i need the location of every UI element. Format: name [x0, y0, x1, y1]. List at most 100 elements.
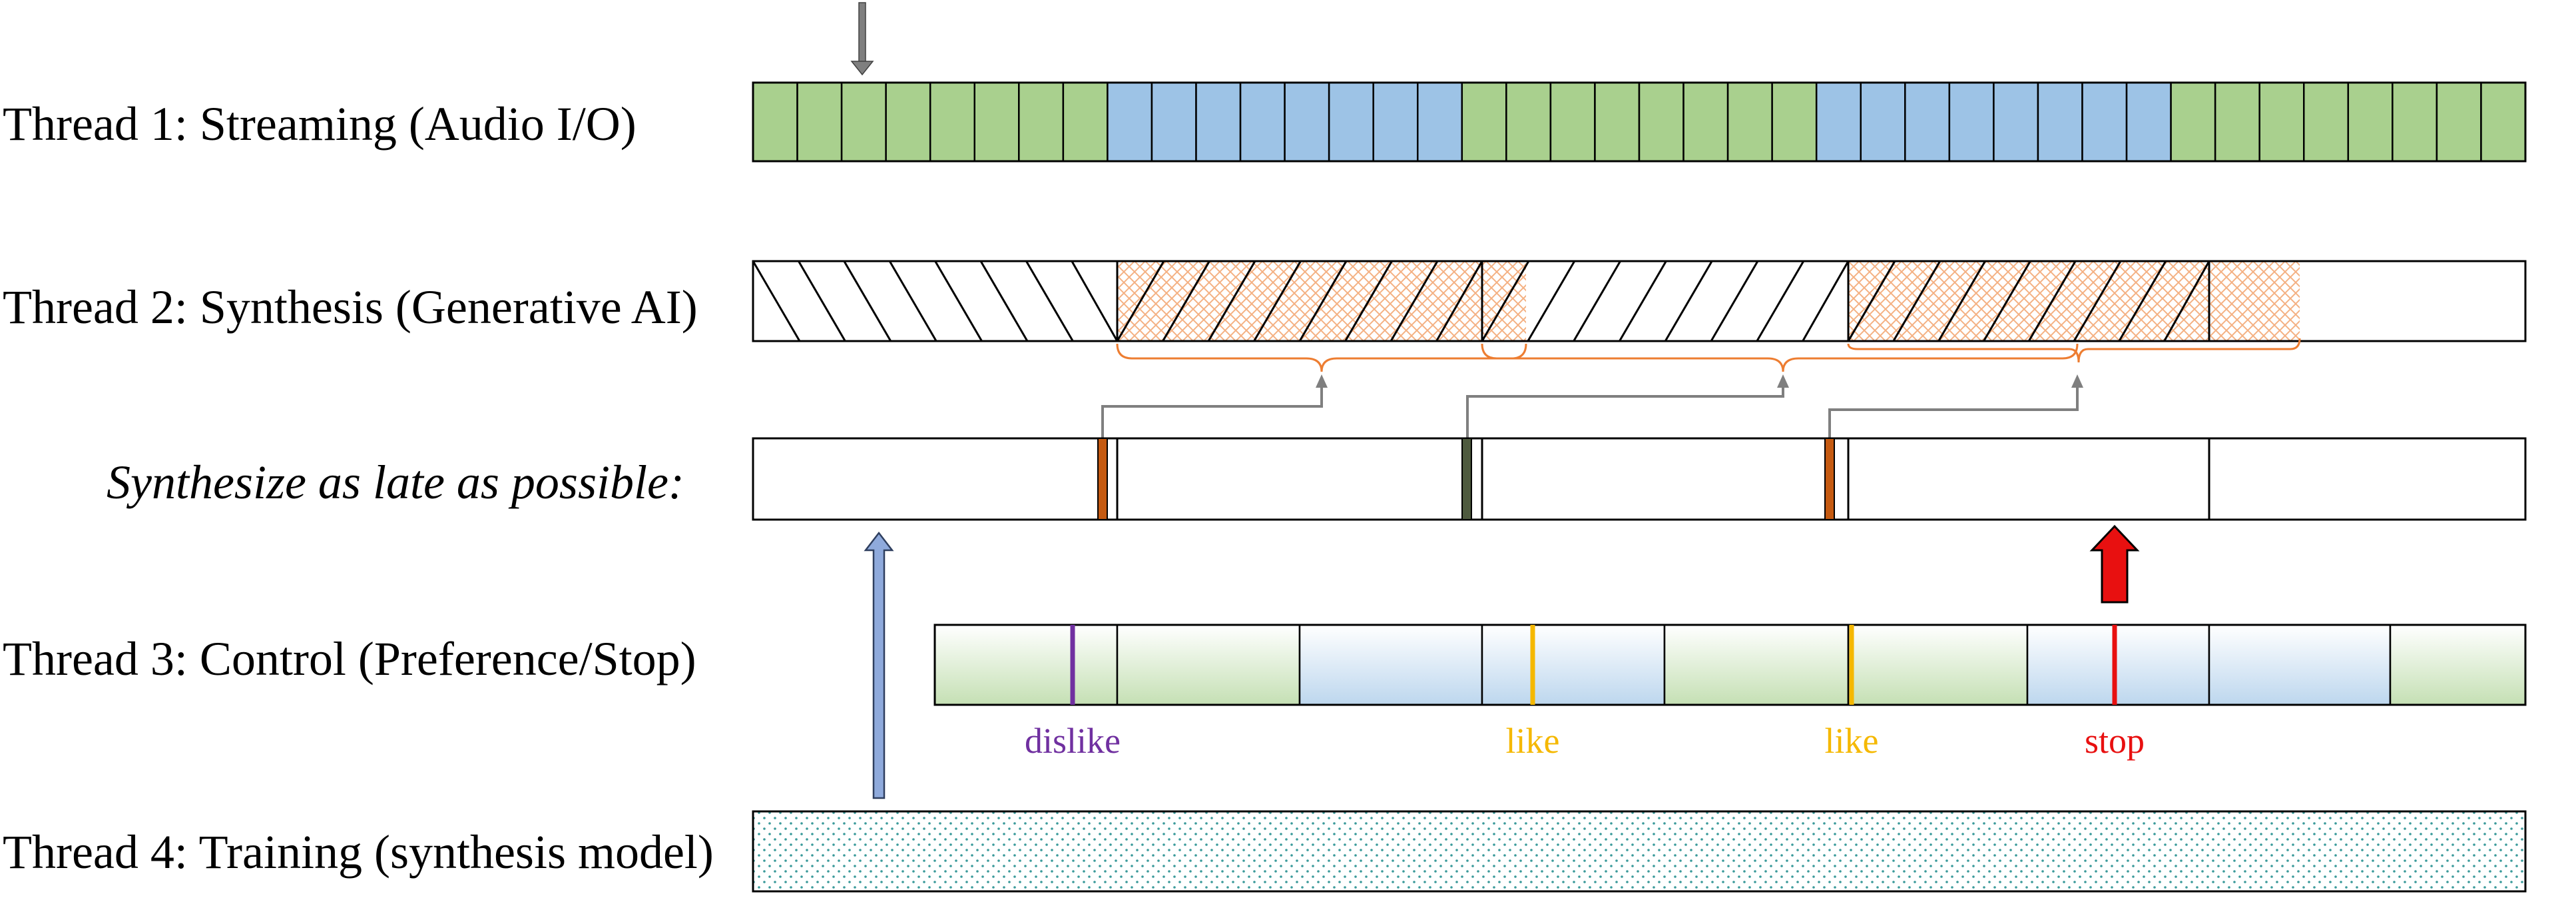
thread4-label: Thread 4: Training (synthesis model) — [3, 825, 714, 879]
thread2-label: Thread 2: Synthesis (Generative AI) — [3, 280, 698, 334]
brace-2 — [1481, 343, 2079, 372]
stream-buffer-cell — [2081, 81, 2128, 163]
thread3-control-bar — [933, 624, 2527, 706]
thread1-buffer-bar — [752, 81, 2527, 163]
synthesis-braces — [1116, 338, 2301, 372]
stream-buffer-cell — [1151, 81, 1197, 163]
synthesis-hatch-line — [1162, 260, 1210, 342]
synthesis-hatch-line — [1756, 260, 1805, 342]
synthesis-hatch-line — [1573, 260, 1621, 342]
stream-buffer-cell — [2303, 81, 2350, 163]
stream-buffer-cell — [2480, 81, 2527, 163]
synthesis-hatch-line — [1253, 260, 1302, 342]
synthesis-hatch-line — [1116, 260, 1165, 342]
stream-buffer-cell — [1018, 81, 1065, 163]
stream-buffer-cell — [1638, 81, 1684, 163]
stream-buffer-cell — [1195, 81, 1242, 163]
synthesis-hatch-line — [2027, 260, 2077, 342]
event-label-like: like — [1825, 721, 1879, 761]
stream-buffer-cell — [1062, 81, 1109, 163]
synthesis-hatch-line — [1344, 260, 1393, 342]
stream-buffer-cell — [2214, 81, 2260, 163]
thread2-synthesis-bar — [752, 260, 2527, 342]
stream-buffer-cell — [1860, 81, 1906, 163]
brace-1 — [1116, 343, 1527, 372]
stream-buffer-cell — [1328, 81, 1374, 163]
stream-buffer-cell — [840, 81, 887, 163]
control-cell — [1116, 624, 1301, 706]
late-synthesis-label: Synthesize as late as possible: — [107, 456, 684, 509]
stream-buffer-cell — [1505, 81, 1552, 163]
stream-buffer-cell — [1948, 81, 1995, 163]
synthesis-hatch-line — [979, 260, 1029, 342]
late-synthesis-connectors — [1101, 385, 2079, 438]
stream-buffer-cell — [1107, 81, 1153, 163]
synthesis-marker-orange-2 — [1824, 438, 1835, 520]
stream-buffer-cell — [1904, 81, 1951, 163]
synthesis-hatch-line — [798, 260, 846, 342]
stream-buffer-cell — [885, 81, 931, 163]
thread1-bar-outline — [752, 81, 2527, 163]
stream-buffer-cell — [1815, 81, 1862, 163]
synthesis-hatch-line — [1527, 260, 1576, 342]
synthesis-hatch-line — [888, 260, 937, 342]
synthesis-hatch-line — [1892, 260, 1941, 342]
connector-2-arrowhead — [1777, 374, 1789, 388]
stream-buffer-cell — [2170, 81, 2216, 163]
stream-buffer-cell — [929, 81, 975, 163]
synthesis-hatch-line — [1937, 260, 1986, 342]
synthesis-hatch-line — [1025, 260, 1074, 342]
synthesis-hatch-line — [2073, 260, 2122, 342]
control-cell — [1663, 624, 1850, 706]
stream-buffer-cell — [1594, 81, 1641, 163]
synthesis-hatch-line — [1802, 260, 1850, 342]
synthesis-hatch-line — [1847, 260, 1896, 342]
control-cell — [2208, 624, 2392, 706]
synthesis-hatch-line — [1390, 260, 1439, 342]
synthesis-hatch-line — [1710, 260, 1759, 342]
stream-buffer-cell — [1417, 81, 1463, 163]
stream-buffer-cell — [2125, 81, 2172, 163]
stream-buffer-cell — [2436, 81, 2482, 163]
synthesis-hatch-line — [2118, 260, 2167, 342]
control-cell — [933, 624, 1119, 706]
stream-buffer-cell — [1461, 81, 1507, 163]
stream-buffer-cell — [1284, 81, 1330, 163]
stream-buffer-cell — [1682, 81, 1729, 163]
stream-buffer-cell — [1549, 81, 1596, 163]
stream-buffer-cell — [1726, 81, 1773, 163]
stream-buffer-cell — [752, 81, 798, 163]
thread4-training-bar — [752, 810, 2527, 893]
synthesis-chunk-1-crosshatch — [1117, 261, 1526, 341]
playhead-arrow — [850, 2, 874, 76]
stream-buffer-cell — [2258, 81, 2305, 163]
connector-1-arrowhead — [1316, 374, 1328, 388]
thread3-label: Thread 3: Control (Preference/Stop) — [3, 632, 696, 685]
control-cell — [1298, 624, 1483, 706]
stream-buffer-cell — [973, 81, 1020, 163]
control-cell — [2026, 624, 2210, 706]
synthesis-hatch-line — [1298, 260, 1348, 342]
brace-3 — [1847, 338, 2301, 363]
synthesis-hatch-line — [752, 260, 801, 342]
synthesis-hatch-line — [1664, 260, 1713, 342]
synthesis-hatch-line — [1619, 260, 1667, 342]
synthesis-hatch-line — [1983, 260, 2031, 342]
stream-buffer-cell — [2392, 81, 2438, 163]
connector-1 — [1101, 385, 1323, 438]
event-label-dislike: dislike — [1025, 721, 1121, 761]
synthesis-hatch-line — [843, 260, 892, 342]
control-cell — [1847, 624, 2029, 706]
connector-2 — [1466, 385, 1784, 438]
stream-buffer-cell — [2037, 81, 2083, 163]
stream-buffer-cell — [1771, 81, 1818, 163]
thread3-bar-outline — [933, 624, 2527, 706]
synthesis-hatch-line — [1481, 260, 1530, 342]
connector-3 — [1828, 385, 2079, 438]
synthesis-hatch-line — [1207, 260, 1256, 342]
control-cell — [2389, 624, 2527, 706]
synthesis-marker-green — [1461, 438, 1472, 520]
synthesis-marker-orange-1 — [1097, 438, 1108, 520]
event-label-stop: stop — [2085, 721, 2145, 761]
